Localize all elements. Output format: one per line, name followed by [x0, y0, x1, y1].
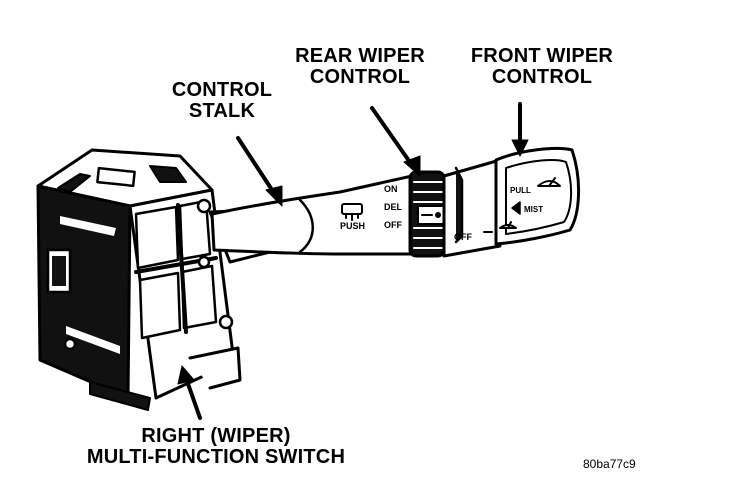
front-wiper-callout-line2: CONTROL — [491, 66, 593, 88]
switch-callout-line2: MULTI-FUNCTION SWITCH — [86, 446, 346, 468]
rear-wiper-callout-line1: REAR WIPER — [295, 45, 425, 67]
front-wiper-callout: FRONT WIPER CONTROL — [452, 46, 632, 88]
off-front-label: OFF — [454, 232, 472, 242]
mist-arrow-icon — [511, 201, 521, 215]
pull-label: PULL — [510, 186, 531, 195]
stalk-text-group: PUSH ON DEL OFF OFF PULL MIST — [340, 184, 543, 242]
control-stalk — [208, 146, 580, 264]
del-label: DEL — [384, 202, 403, 212]
push-label: PUSH — [340, 221, 365, 231]
rear-wiper-callout-line2: CONTROL — [309, 66, 411, 88]
switch-housing — [36, 148, 242, 411]
front-wiper-callout-line1: FRONT WIPER — [470, 45, 614, 67]
mist-label: MIST — [524, 205, 543, 214]
figure-code: 80ba77c9 — [583, 457, 636, 471]
off-rear-label: OFF — [384, 220, 402, 230]
windshield-wiper-icon — [537, 177, 561, 187]
on-label: ON — [384, 184, 398, 194]
switch-callout: RIGHT (WIPER) MULTI-FUNCTION SWITCH — [66, 426, 366, 468]
control-stalk-callout: CONTROL STALK — [158, 80, 286, 122]
control-stalk-callout-line1: CONTROL — [171, 79, 273, 101]
control-stalk-callout-line2: STALK — [188, 100, 256, 122]
rear-wiper-ring — [408, 170, 446, 258]
washer-icon — [341, 203, 363, 221]
rear-wiper-callout: REAR WIPER CONTROL — [280, 46, 440, 88]
wiper-symbol-icon — [483, 221, 517, 233]
callout-arrows — [177, 102, 529, 420]
switch-callout-line1: RIGHT (WIPER) — [141, 425, 291, 447]
